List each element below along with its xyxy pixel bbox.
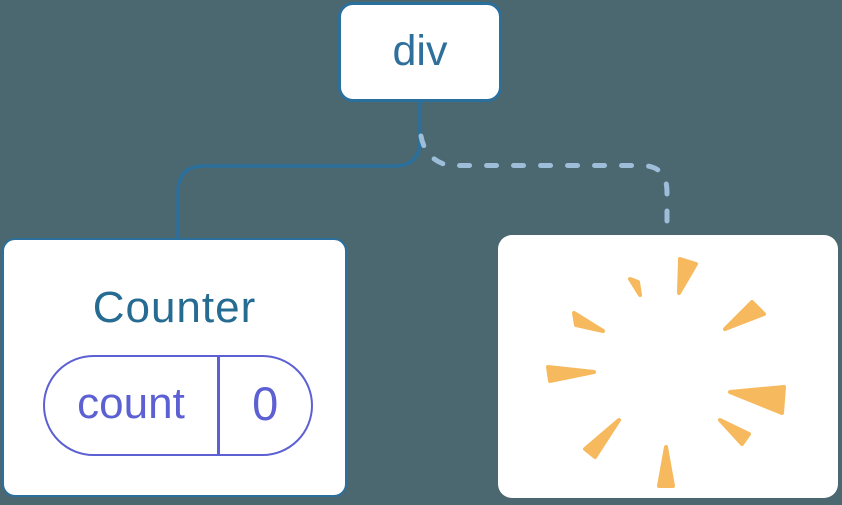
connector-dashed-to-removed [418, 133, 670, 239]
root-node-div: div [338, 2, 502, 102]
state-pill: count 0 [43, 355, 313, 456]
pill-divider [217, 357, 220, 454]
poof-spark [657, 445, 675, 488]
root-node-label: div [392, 26, 448, 75]
poof-spark [723, 300, 766, 331]
connector-solid-to-counter [176, 99, 422, 242]
poof-spark [583, 418, 621, 459]
poof-spark [677, 257, 698, 295]
state-key-label: count [77, 378, 185, 428]
poof-spark [718, 418, 751, 446]
counter-card-title: Counter [92, 283, 257, 332]
state-value-label: 0 [252, 377, 279, 430]
state-value-cell: 0 [220, 357, 312, 454]
poof-spark [728, 385, 786, 415]
counter-component-card: Counter count 0 [2, 238, 347, 497]
poof-spark [546, 365, 596, 383]
poof-spark [572, 311, 605, 333]
state-key-cell: count [45, 357, 217, 454]
poof-spark [628, 277, 642, 297]
poof-icon [546, 257, 786, 488]
removed-component-card [498, 235, 838, 498]
